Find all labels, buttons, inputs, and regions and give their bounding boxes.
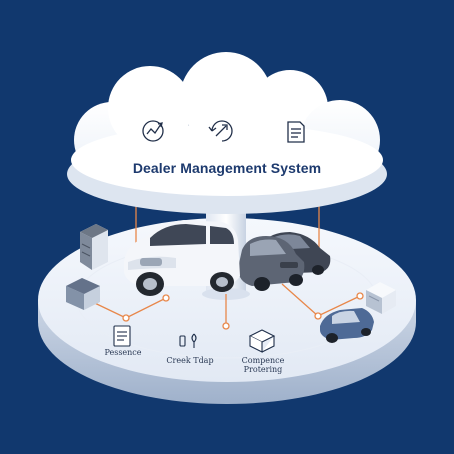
label-compence: Compence [241, 356, 285, 365]
car-grey-middle [238, 236, 305, 291]
car-white-suv [124, 220, 240, 296]
refresh-icon [208, 120, 233, 142]
car-blue-small [320, 308, 374, 343]
document-icon [287, 121, 305, 143]
connector-nodes [122, 292, 364, 330]
server-icon [80, 224, 108, 270]
box-icon [248, 329, 276, 353]
label-creek-tdap: Creek Tdap [166, 356, 214, 365]
system-title: Dealer Management System [132, 160, 322, 176]
cloud [67, 52, 387, 214]
copier-icon [366, 282, 396, 314]
printer-icon [66, 278, 100, 310]
analytics-icon [142, 120, 164, 142]
document-stack-icon [113, 325, 131, 347]
label-pessence: Pessence [104, 348, 142, 357]
label-protering: Protering [243, 365, 283, 374]
tools-icon [179, 333, 197, 348]
